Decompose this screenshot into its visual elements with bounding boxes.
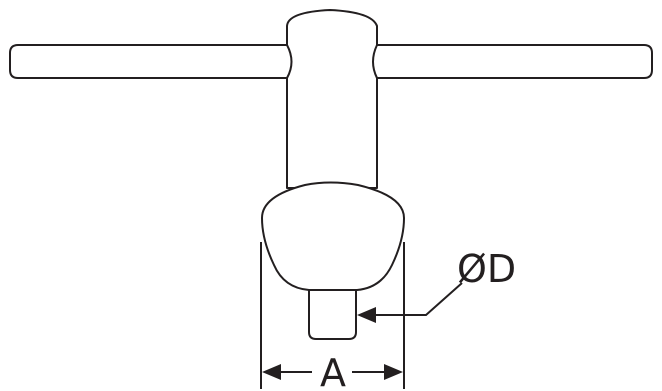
right-tommy-bar — [372, 44, 653, 79]
dimension-a-right-arrowhead — [384, 364, 403, 380]
dimension-d-leader-line — [372, 282, 463, 316]
left-tommy-bar — [9, 44, 293, 79]
dimension-d-arrowhead — [357, 307, 376, 323]
chuck-head — [261, 181, 405, 291]
dimension-a-left-arrowhead — [262, 364, 281, 380]
wrench-shaft — [286, 9, 378, 189]
tap-holder-jaw — [308, 289, 357, 340]
dimension-a-label: A — [320, 351, 346, 391]
dimension-d-label: ØD — [457, 247, 516, 291]
